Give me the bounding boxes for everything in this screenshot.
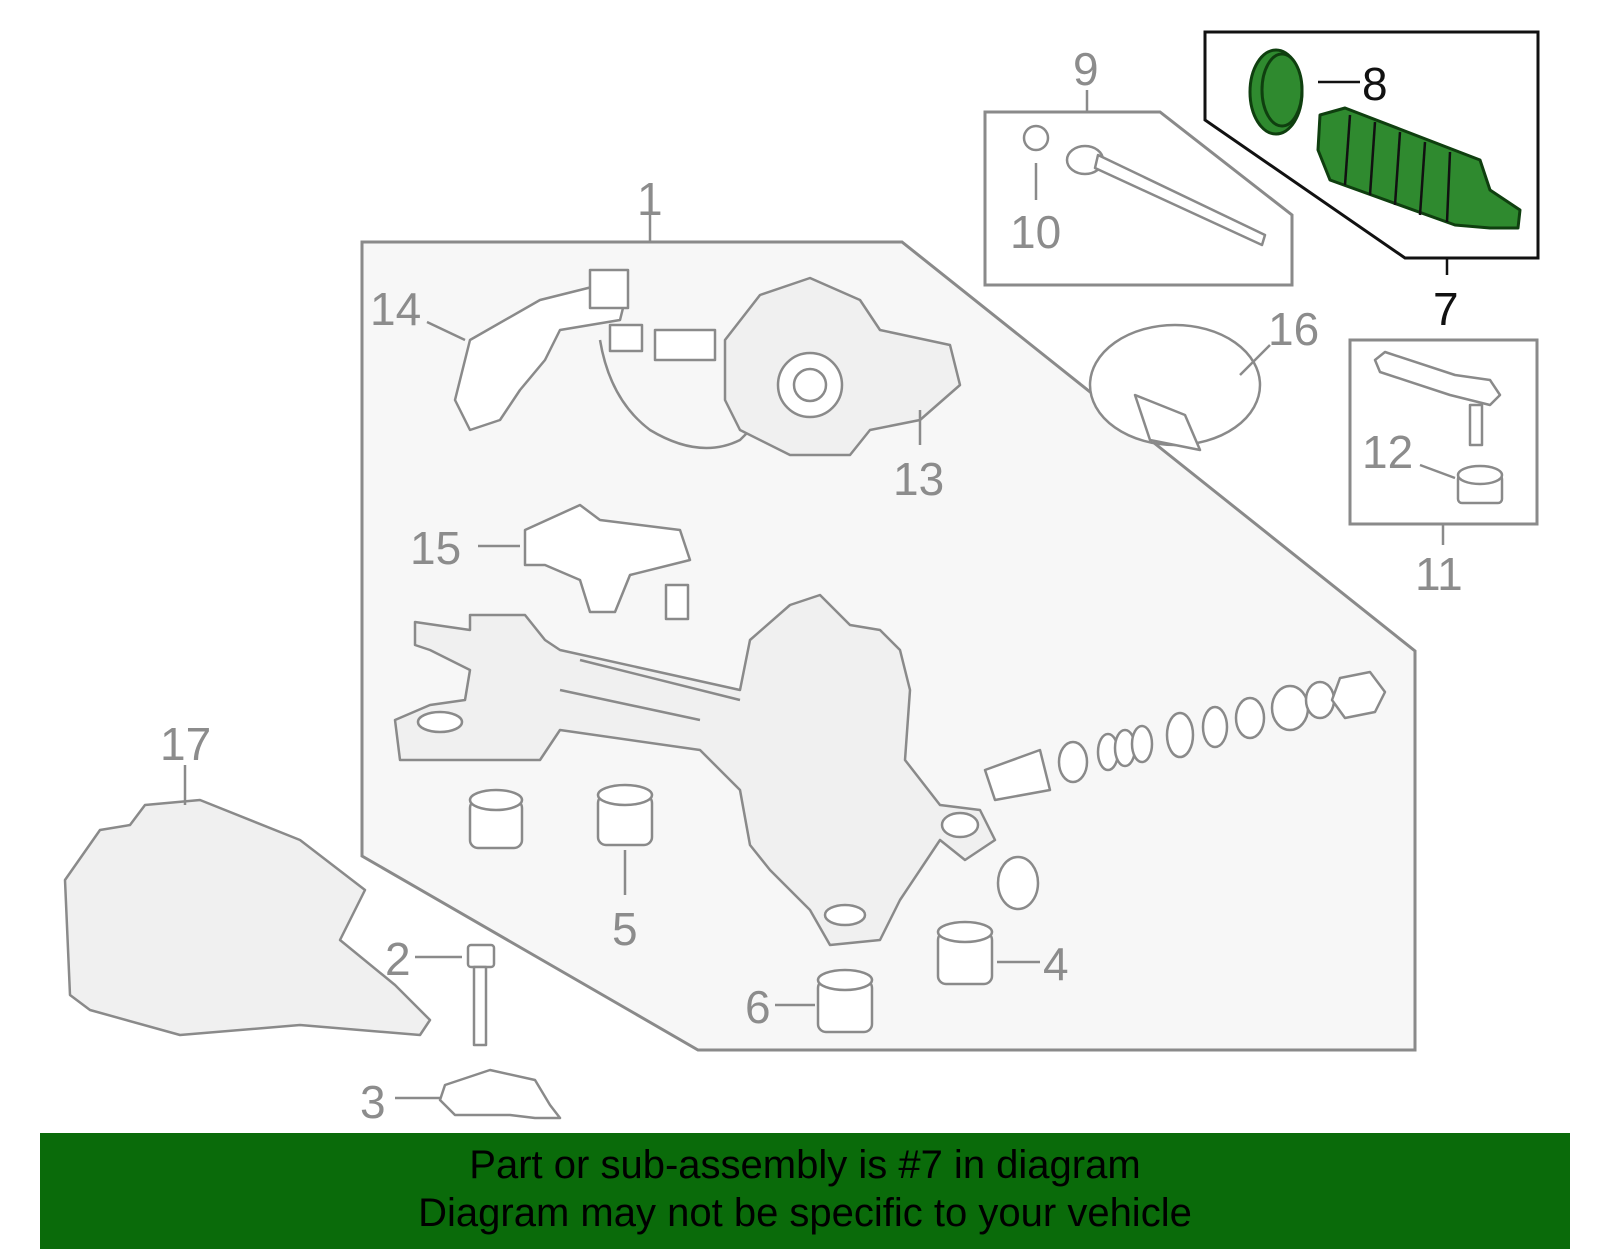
callout-10: 10 bbox=[1010, 206, 1061, 258]
callout-12: 12 bbox=[1362, 426, 1413, 478]
callout-1: 1 bbox=[637, 173, 663, 225]
steering-rack-part bbox=[393, 593, 997, 947]
callout-3: 3 bbox=[360, 1076, 386, 1128]
bracket-3-part bbox=[438, 1068, 562, 1120]
bracket-15-part bbox=[523, 503, 692, 621]
rack-seals-part bbox=[983, 670, 1387, 802]
motor-unit-part bbox=[723, 276, 962, 457]
bushing-4-part bbox=[936, 920, 994, 986]
heat-shield-17-part bbox=[63, 798, 432, 1037]
boot-8-part[interactable] bbox=[1248, 48, 1304, 136]
bushing-5-part bbox=[596, 783, 654, 847]
boot-kit-7-box[interactable] bbox=[1203, 30, 1540, 260]
callout-16: 16 bbox=[1268, 303, 1319, 355]
callout-4: 4 bbox=[1043, 938, 1069, 990]
nut-12-part bbox=[1456, 464, 1504, 505]
callout-7: 7 bbox=[1433, 283, 1459, 335]
bolt-2-part bbox=[466, 943, 496, 1047]
leader-14 bbox=[426, 320, 466, 342]
bushing-6-part bbox=[816, 968, 874, 1034]
oil-seal-part bbox=[996, 855, 1040, 911]
callout-6: 6 bbox=[745, 981, 771, 1033]
washer-10-part bbox=[1022, 124, 1050, 152]
tie-rod-9-box bbox=[983, 110, 1294, 287]
callout-9: 9 bbox=[1073, 43, 1099, 95]
callout-11: 11 bbox=[1415, 548, 1463, 600]
dust-cover-16-part bbox=[1088, 323, 1262, 452]
callout-17: 17 bbox=[160, 718, 211, 770]
callout-5: 5 bbox=[612, 903, 638, 955]
banner-line-1: Part or sub-assembly is #7 in diagram bbox=[469, 1143, 1141, 1187]
leader-16 bbox=[1239, 344, 1271, 376]
wiring-harness-part bbox=[453, 268, 761, 450]
bushing-unlabeled-part bbox=[468, 788, 524, 850]
info-banner: Part or sub-assembly is #7 in diagram Di… bbox=[40, 1133, 1570, 1249]
callout-8: 8 bbox=[1362, 58, 1388, 110]
leader-12 bbox=[1419, 463, 1456, 480]
tie-rod-end-11-part bbox=[1373, 350, 1502, 447]
callout-14: 14 bbox=[370, 283, 421, 335]
tie-rod-9-part bbox=[1065, 144, 1267, 247]
boot-7-part[interactable] bbox=[1316, 106, 1522, 230]
callout-13: 13 bbox=[893, 453, 944, 505]
callout-2: 2 bbox=[385, 933, 411, 985]
banner-line-2: Diagram may not be specific to your vehi… bbox=[418, 1191, 1192, 1235]
boot-7-ribs bbox=[1343, 114, 1452, 223]
callout-15: 15 bbox=[410, 522, 461, 574]
